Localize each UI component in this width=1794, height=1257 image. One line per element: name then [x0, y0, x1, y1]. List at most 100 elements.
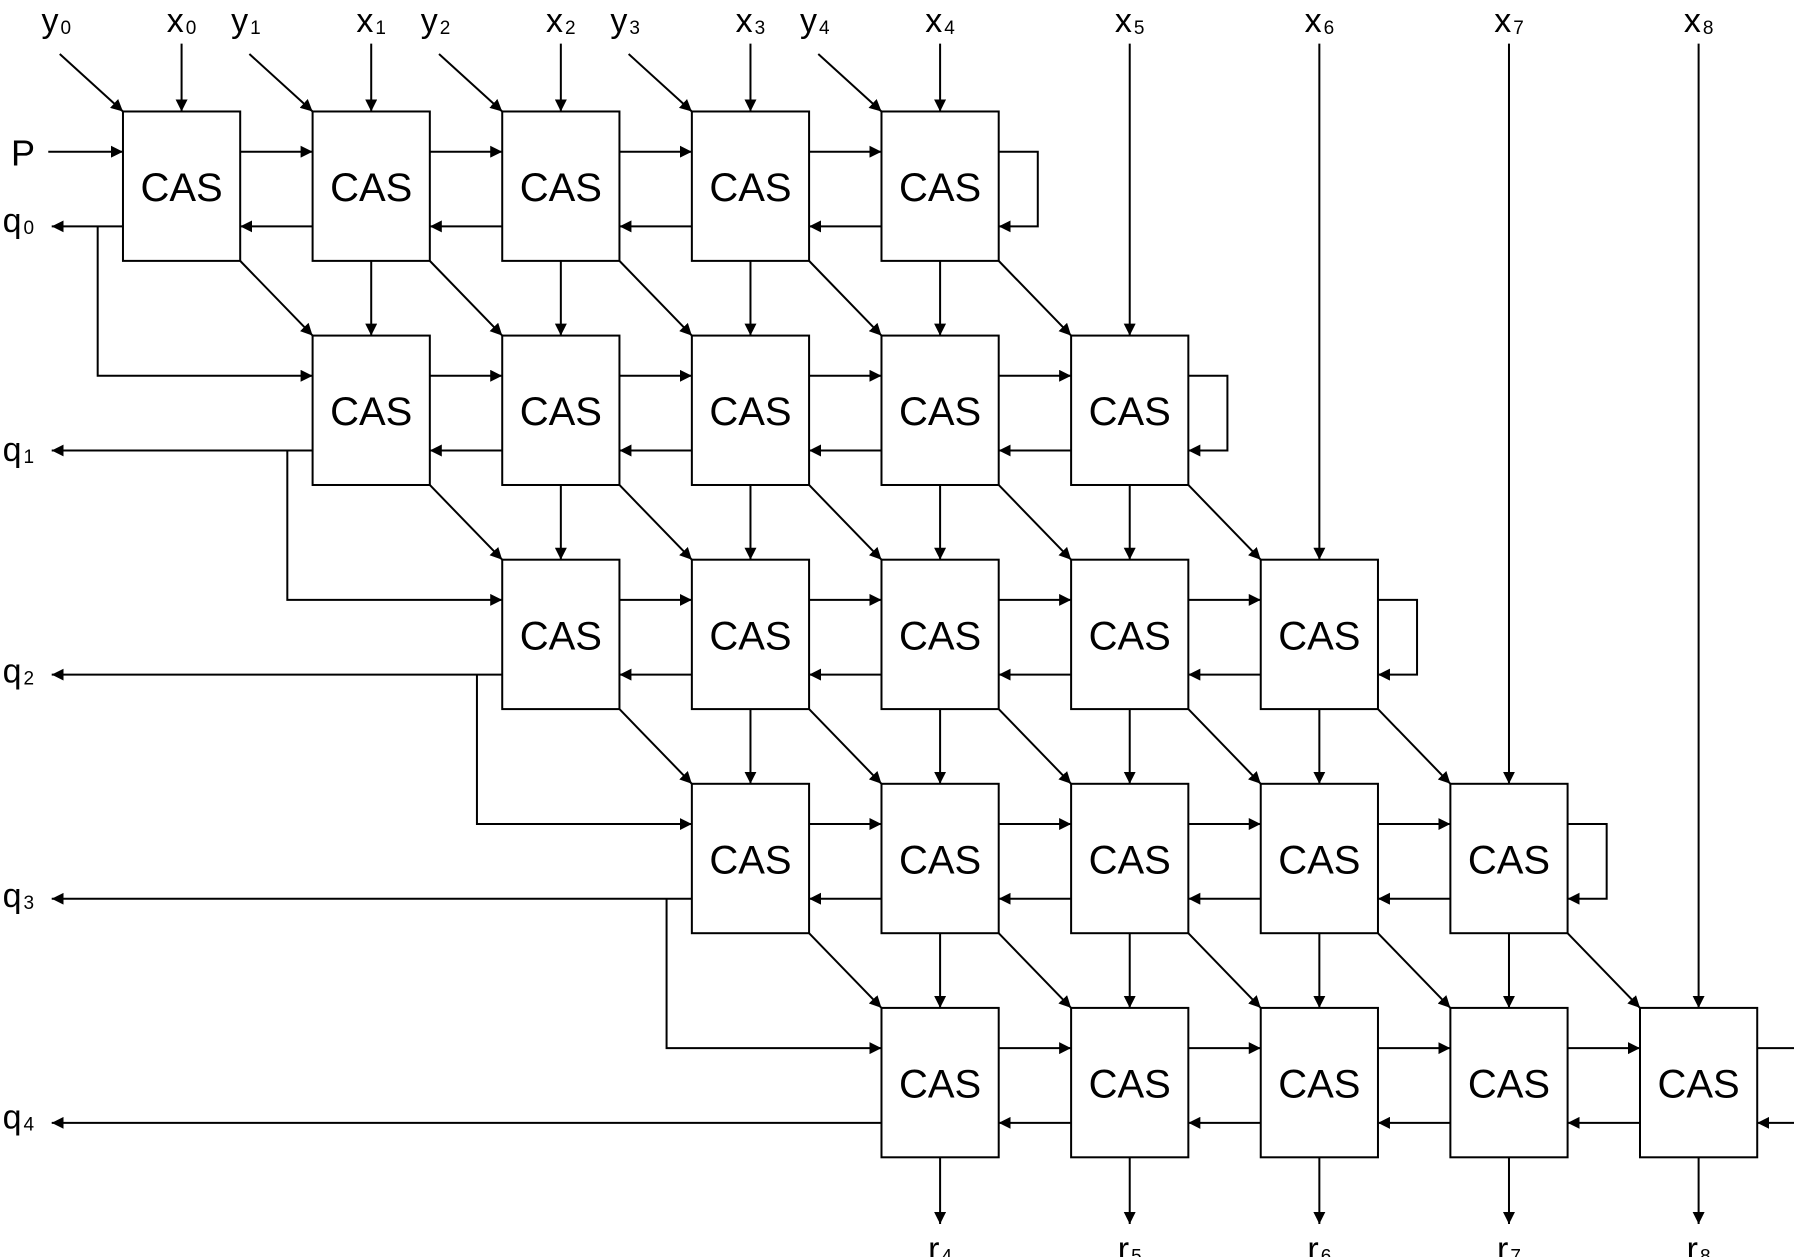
diagonal-wire	[997, 708, 1072, 785]
r-output-label: r4	[928, 1231, 952, 1257]
cas-cell-label: CAS	[1278, 838, 1360, 882]
cas-cell	[1070, 1006, 1190, 1159]
cas-cell	[1449, 1006, 1569, 1159]
cas-cell-label: CAS	[1278, 1063, 1360, 1107]
diagonal-wire	[1187, 932, 1262, 1009]
cas-cell-label: CAS	[1657, 1063, 1739, 1107]
y-input-wire	[438, 53, 503, 113]
diagonal-wire	[618, 260, 693, 337]
cas-cell-label: CAS	[330, 390, 412, 434]
cas-cell	[501, 558, 621, 711]
cas-cell	[1449, 782, 1569, 935]
cas-cell	[880, 110, 1000, 262]
cas-cell-label: CAS	[1089, 614, 1171, 658]
cas-cell	[1070, 334, 1190, 486]
cas-cell	[501, 334, 621, 486]
cas-cell-label: CAS	[1278, 614, 1360, 658]
diagonal-wire	[429, 484, 503, 561]
diagonal-wire	[429, 260, 503, 337]
cas-cell	[880, 1006, 1000, 1159]
y-input-wire	[817, 53, 883, 113]
cas-cell-label: CAS	[1089, 1063, 1171, 1107]
cas-cell-label: CAS	[1468, 1063, 1550, 1107]
r-output-label: r8	[1687, 1231, 1711, 1257]
loopback-wire	[998, 150, 1039, 233]
diagonal-wire	[808, 708, 883, 785]
cas-cell-label: CAS	[899, 614, 981, 658]
q-feedback-wire	[475, 674, 692, 831]
diagonal-wire	[808, 260, 883, 337]
diagonal-wire	[808, 484, 883, 561]
diagonal-wire	[808, 932, 883, 1009]
cas-cell-label: CAS	[899, 390, 981, 434]
cas-cell	[690, 110, 811, 262]
cas-cell	[1259, 1006, 1379, 1159]
cas-cell	[880, 782, 1000, 935]
cas-cell-label: CAS	[709, 614, 791, 658]
diagonal-wire	[618, 708, 693, 785]
diagonal-wire	[239, 260, 314, 337]
diagonal-wire	[618, 484, 693, 561]
cas-cell-label: CAS	[140, 166, 222, 210]
r-output-label: r6	[1307, 1231, 1331, 1257]
diagonal-wire	[997, 932, 1072, 1009]
cas-cell	[690, 558, 811, 711]
diagonal-wire	[1566, 932, 1641, 1009]
cas-cell	[311, 110, 431, 262]
cas-cell	[311, 334, 431, 486]
cas-cell	[1259, 558, 1379, 711]
diagonal-wire	[1377, 932, 1452, 1009]
r-output-label: r5	[1118, 1231, 1142, 1257]
r-output-label: r7	[1497, 1231, 1521, 1257]
cas-cell-label: CAS	[520, 166, 602, 210]
wires-layer	[48, 43, 1794, 1224]
cas-cell	[690, 334, 811, 486]
cas-cell	[1070, 782, 1190, 935]
cas-cell	[1638, 1006, 1759, 1159]
loopback-wire	[1757, 1047, 1794, 1129]
y-input-wire	[59, 53, 124, 113]
p-input-label: P	[11, 132, 35, 173]
diagonal-wire	[1377, 708, 1452, 785]
q-feedback-wire	[286, 450, 503, 606]
q-feedback-wire	[96, 226, 313, 382]
cas-cell-label: CAS	[1089, 838, 1171, 882]
diagonal-wire	[1187, 708, 1262, 785]
y-input-wire	[248, 53, 314, 113]
q-feedback-wire	[665, 898, 882, 1055]
cas-cell	[1070, 558, 1190, 711]
loopback-wire	[1188, 374, 1229, 457]
diagonal-wire	[997, 484, 1072, 561]
cas-cell	[880, 558, 1000, 711]
cas-cell-label: CAS	[899, 166, 981, 210]
cas-cell-label: CAS	[709, 838, 791, 882]
cas-cell-label: CAS	[1468, 838, 1550, 882]
diagonal-wire	[997, 260, 1072, 337]
cas-cell-label: CAS	[520, 614, 602, 658]
cas-cell	[501, 110, 621, 262]
cas-cell-label: CAS	[330, 166, 412, 210]
y-input-wire	[627, 53, 693, 113]
loopback-wire	[1567, 823, 1608, 905]
cas-cell-label: CAS	[899, 1063, 981, 1107]
